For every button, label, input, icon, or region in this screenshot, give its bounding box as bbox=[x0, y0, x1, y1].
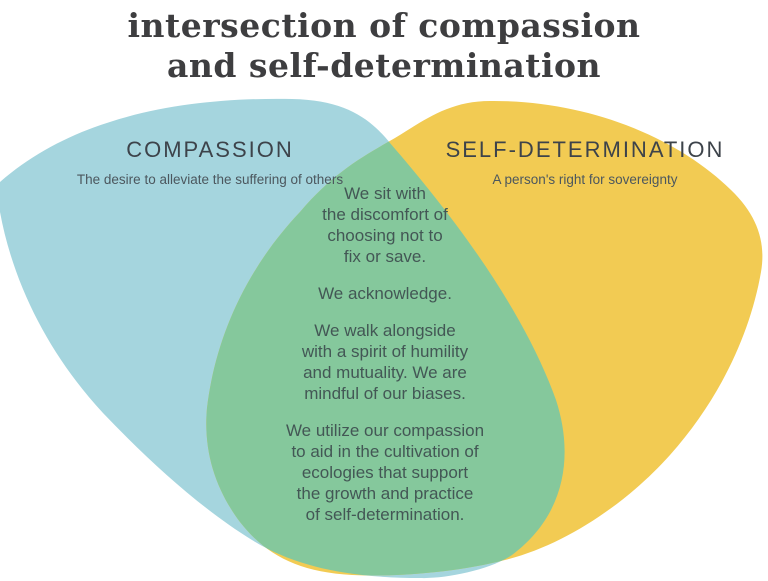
compassion-heading: COMPASSION bbox=[126, 137, 294, 162]
intersection-paragraph: We acknowledge. bbox=[318, 284, 452, 303]
compassion-label-block: COMPASSION The desire to alleviate the s… bbox=[40, 138, 380, 188]
title-line-1: intersection of compassion bbox=[127, 6, 641, 45]
self-determination-label-block: SELF-DETERMINATION A person's right for … bbox=[420, 138, 750, 188]
intersection-paragraph: We sit with the discomfort of choosing n… bbox=[322, 184, 448, 266]
intersection-paragraph: We utilize our compassion to aid in the … bbox=[285, 421, 485, 524]
self-determination-heading: SELF-DETERMINATION bbox=[445, 137, 725, 162]
page-title: intersection of compassion and self-dete… bbox=[0, 6, 768, 86]
title-line-2: and self-determination bbox=[166, 46, 602, 85]
intersection-paragraph: We walk alongside with a spirit of humil… bbox=[301, 321, 469, 403]
self-determination-subtitle: A person's right for sovereignty bbox=[492, 172, 678, 187]
intersection-text-block: We sit with the discomfort of choosing n… bbox=[245, 183, 525, 525]
intersection-shape bbox=[206, 100, 565, 576]
compassion-subtitle: The desire to alleviate the suffering of… bbox=[76, 172, 344, 187]
